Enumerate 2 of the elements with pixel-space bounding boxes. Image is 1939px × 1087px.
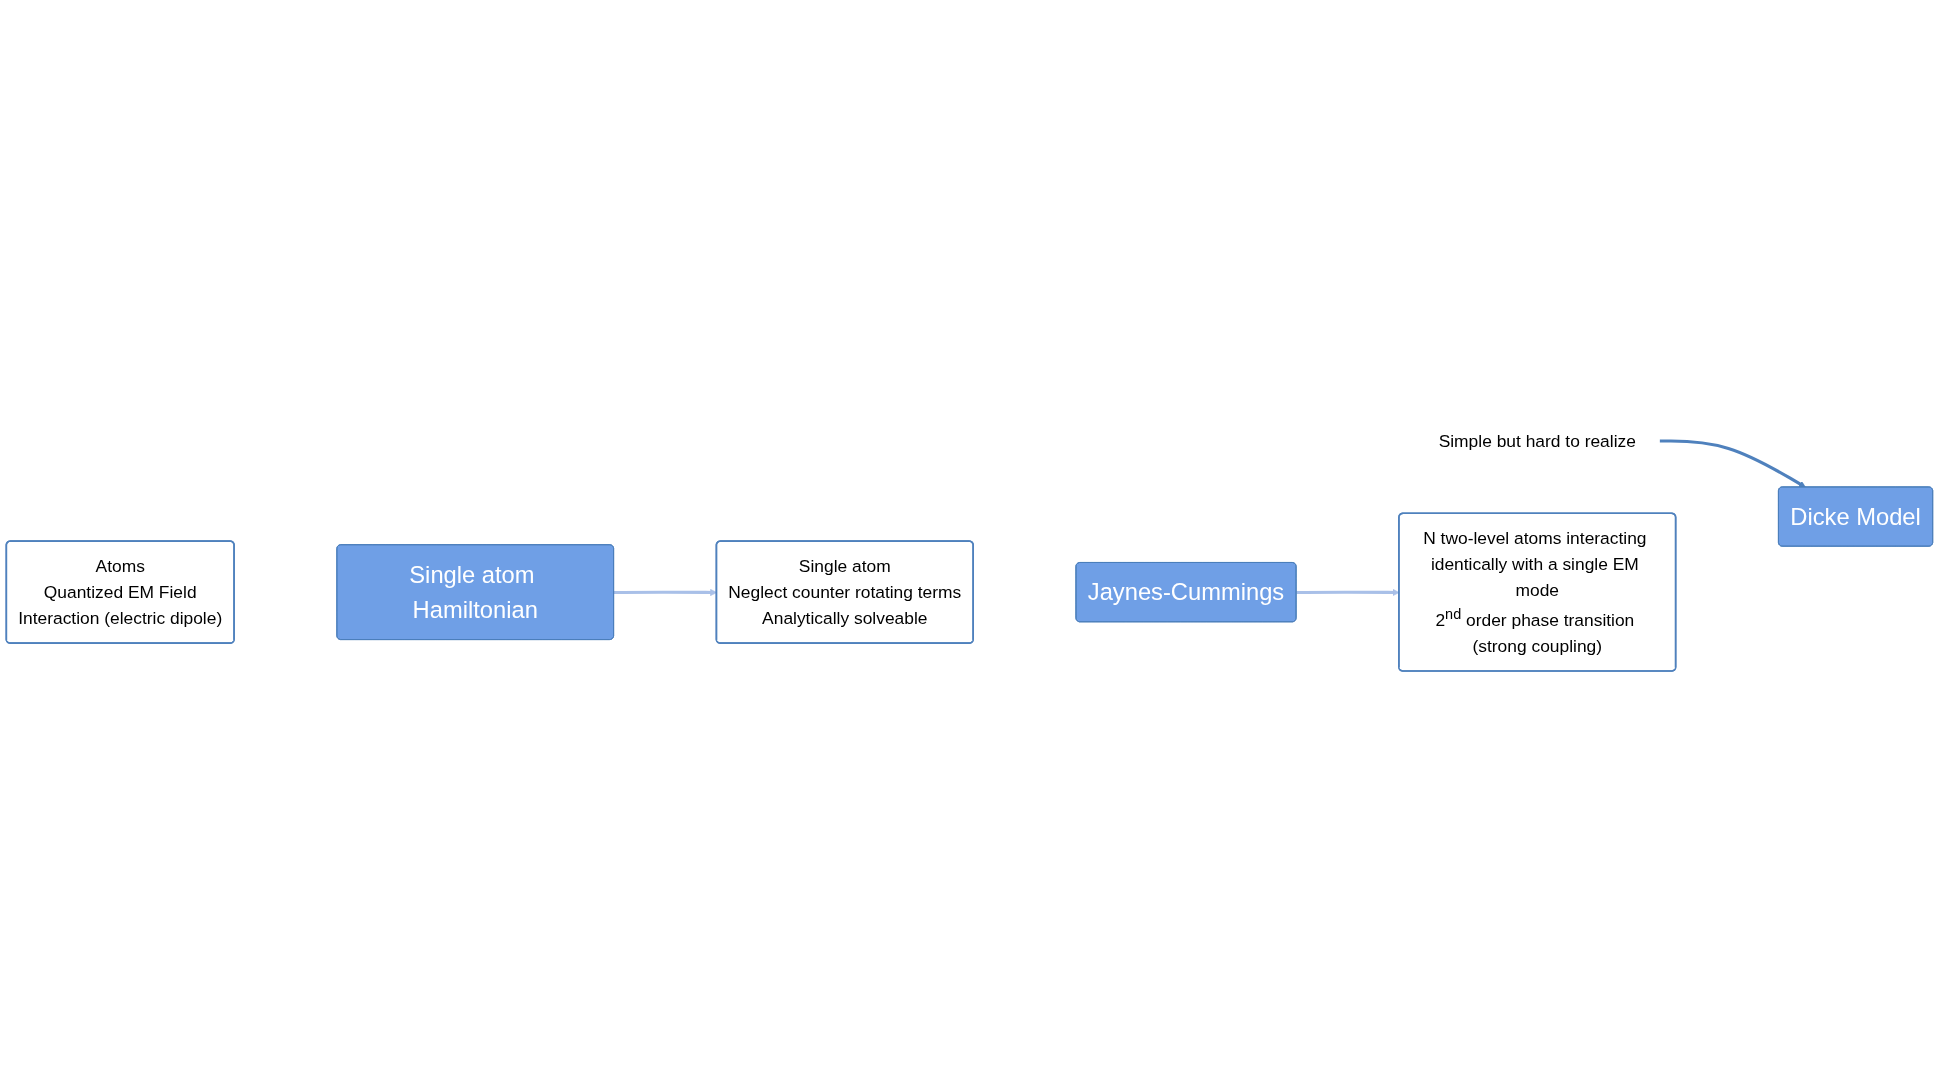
node-text: Simple but hard to realize (1438, 431, 1636, 451)
arrow (1659, 439, 1806, 488)
